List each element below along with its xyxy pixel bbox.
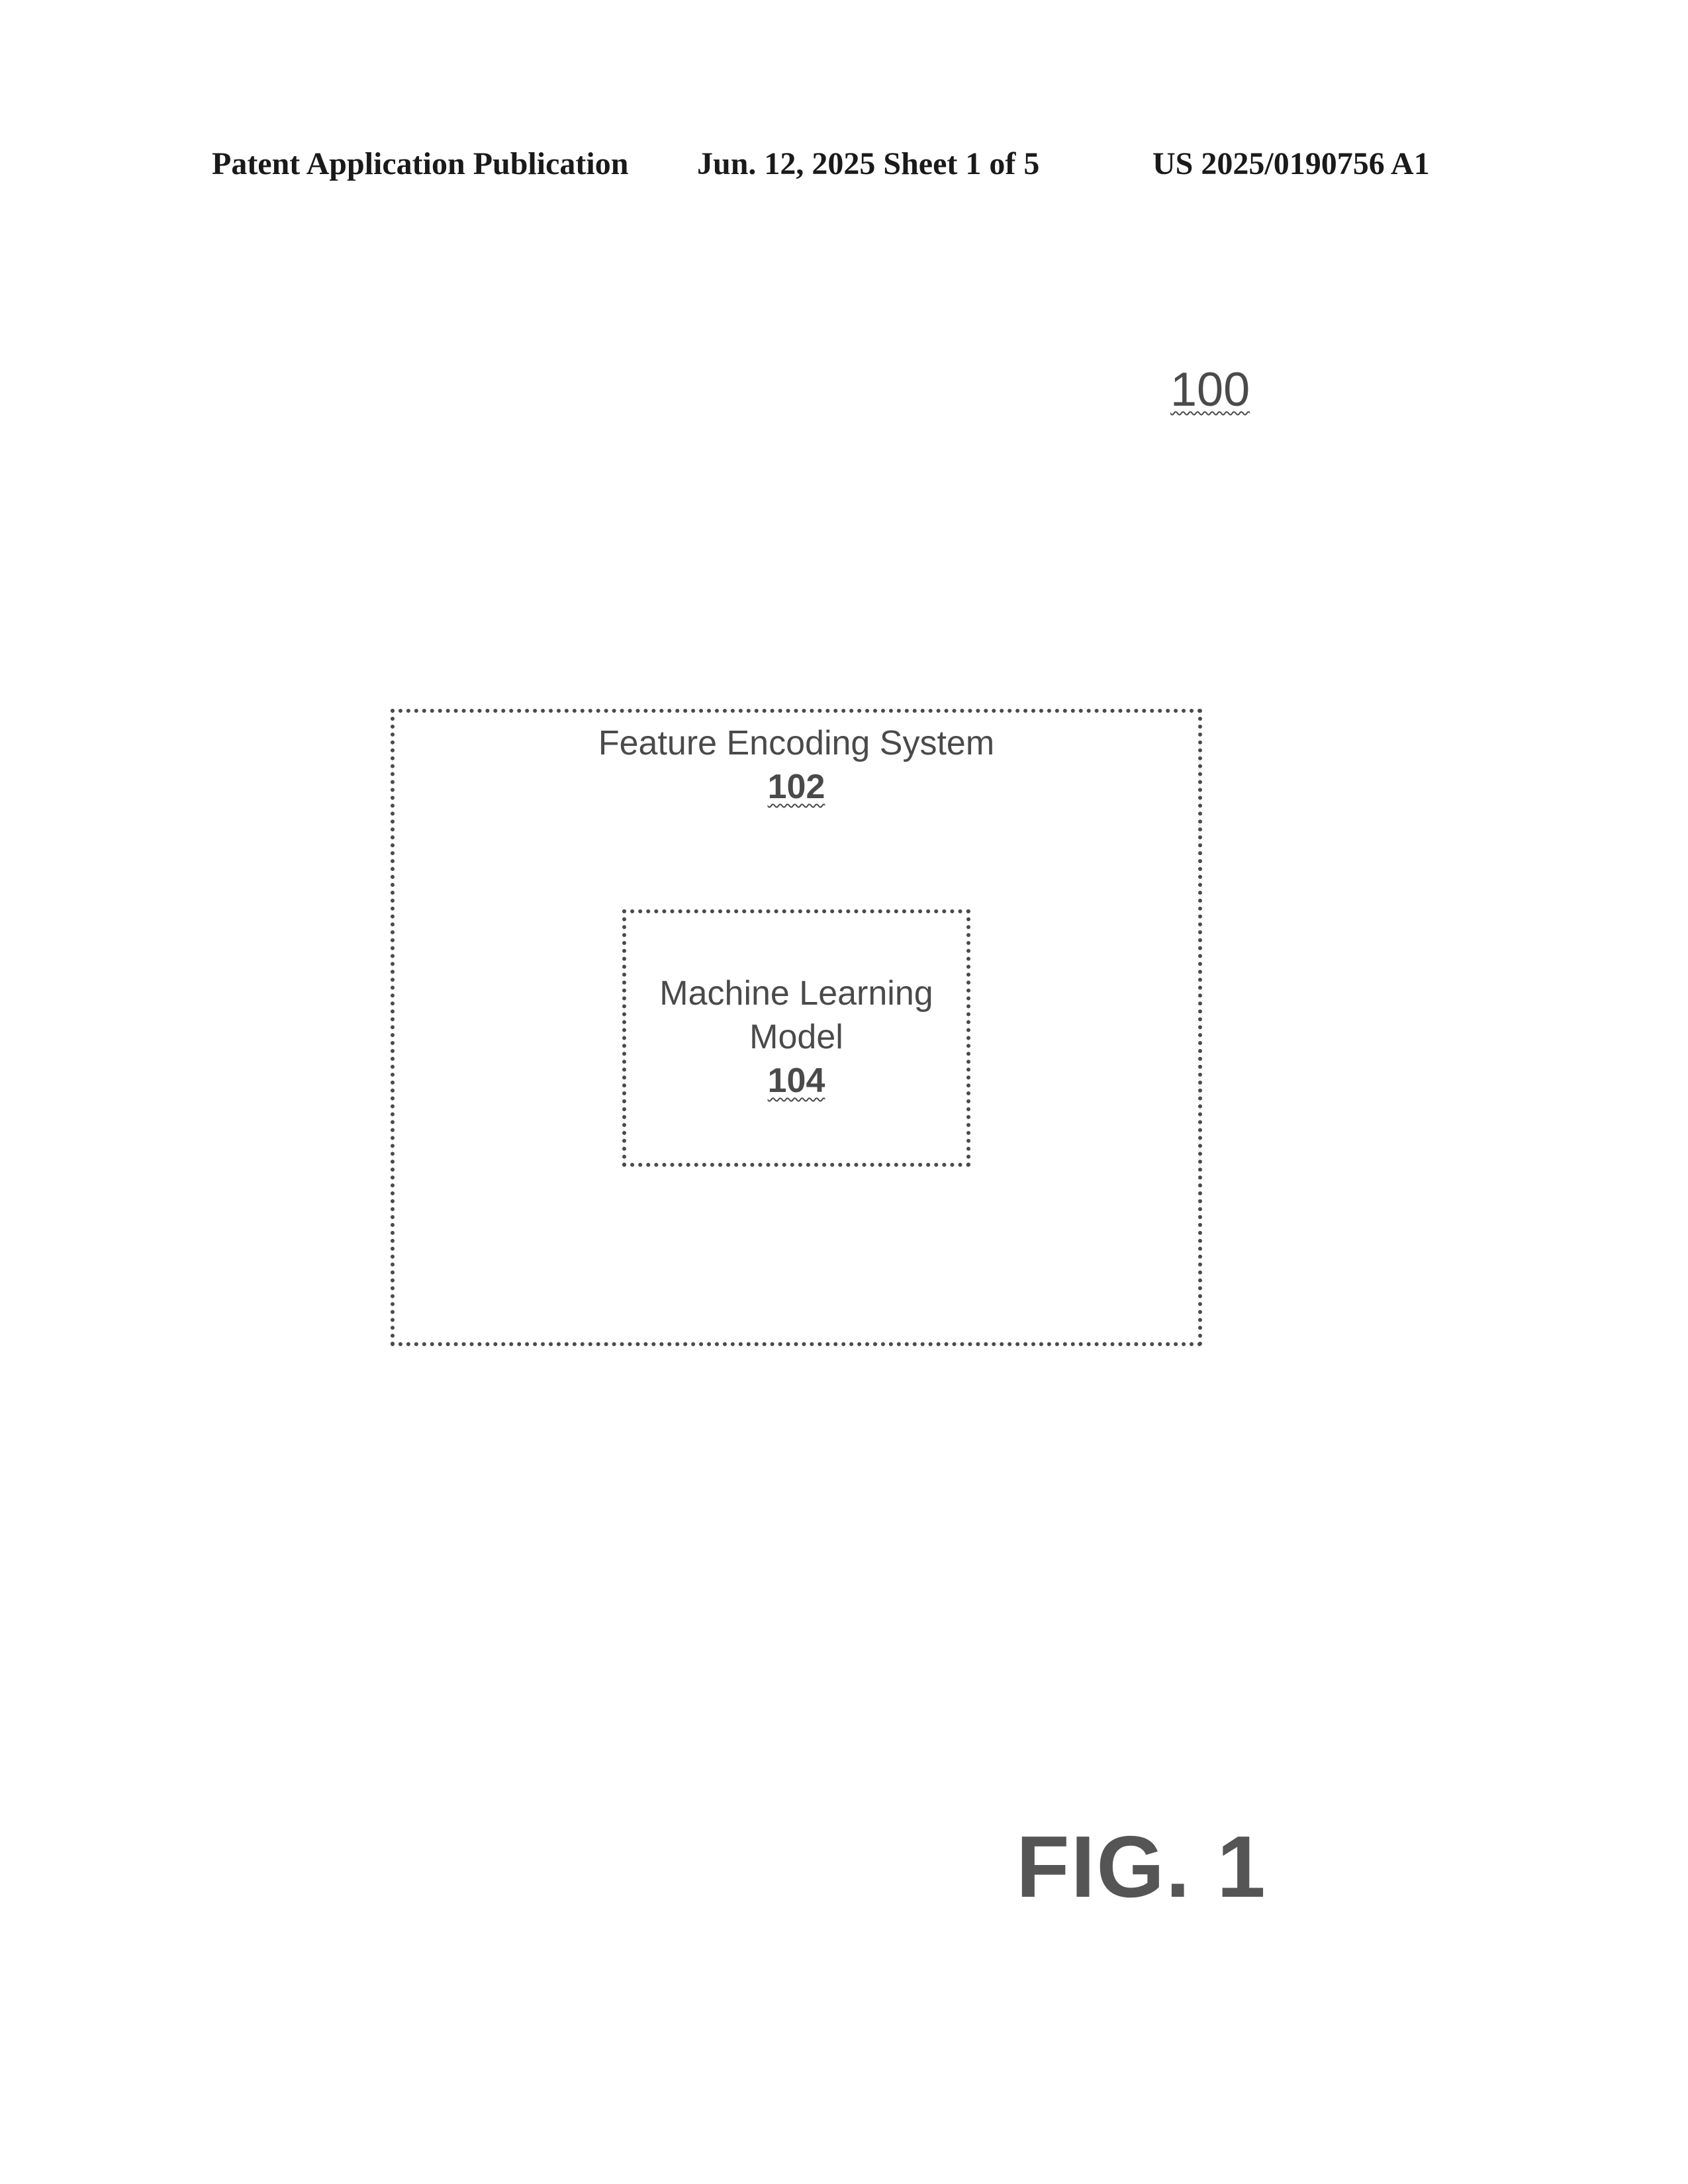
feature-encoding-system-label: Feature Encoding System 102	[391, 721, 1202, 809]
feature-encoding-system-title: Feature Encoding System	[391, 721, 1202, 765]
machine-learning-model-title-line1: Machine Learning	[622, 972, 970, 1015]
figure-reference-number: 100	[1170, 363, 1250, 417]
machine-learning-model-label: Machine Learning Model 104	[622, 972, 970, 1103]
figure-label: FIG. 1	[1016, 1817, 1267, 1917]
header-patent-number: US 2025/0190756 A1	[1152, 146, 1430, 182]
header-date-sheet: Jun. 12, 2025 Sheet 1 of 5	[697, 146, 1039, 182]
feature-encoding-system-ref: 102	[768, 768, 825, 806]
header-publication: Patent Application Publication	[212, 146, 628, 182]
machine-learning-model-title-line2: Model	[622, 1015, 970, 1059]
machine-learning-model-ref: 104	[768, 1062, 825, 1100]
